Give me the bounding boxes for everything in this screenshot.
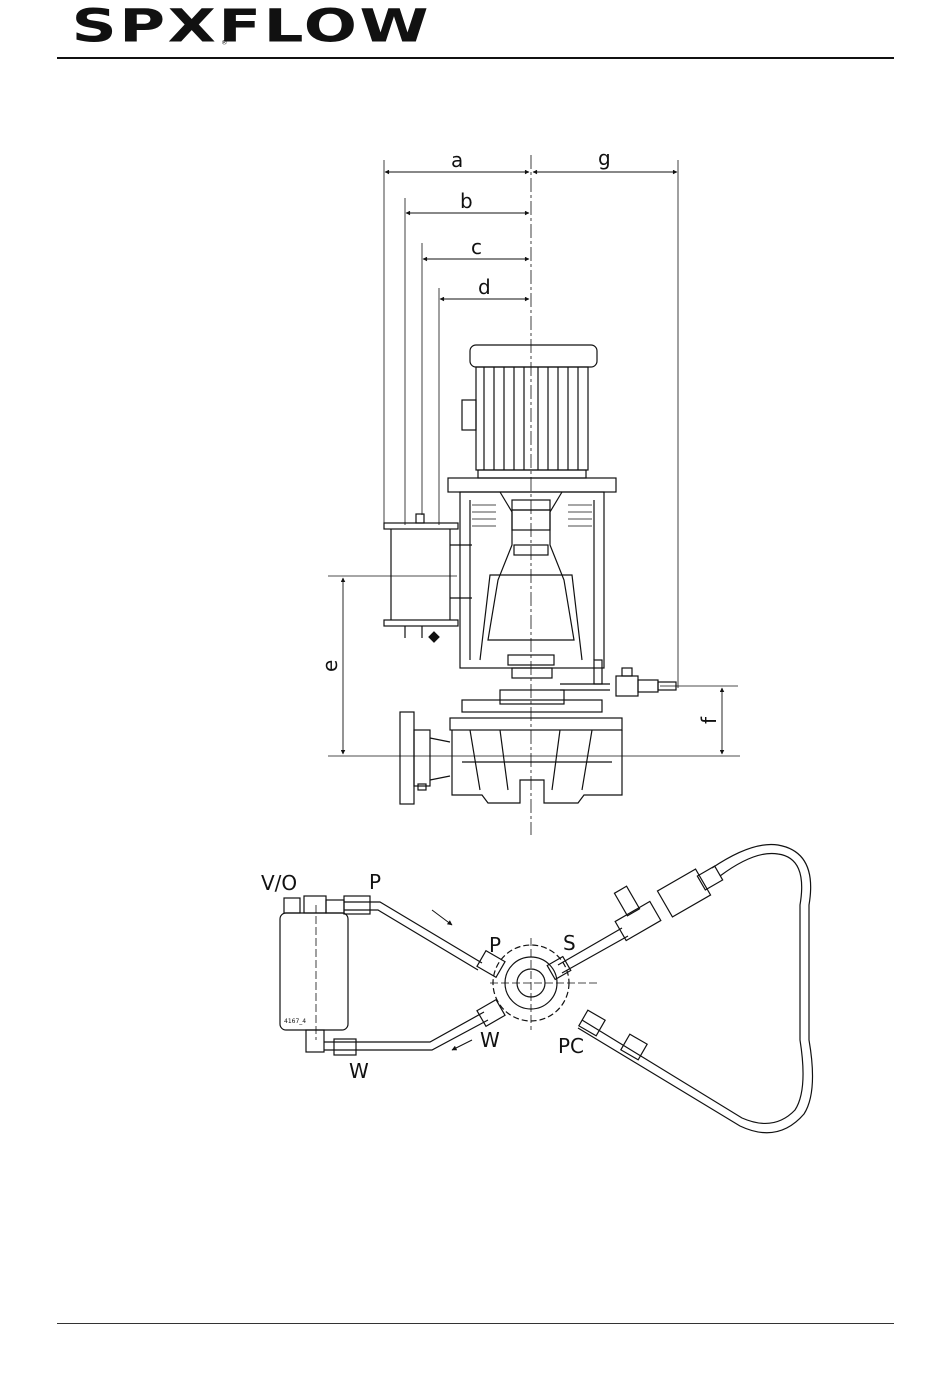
connection-labels: V/O P P S W PC W 4167_4 [261,870,584,1083]
label-v-o: V/O [261,871,297,895]
dim-f-label: f [697,716,721,724]
dim-d-label: d [478,275,491,299]
dim-c-label: c [471,235,482,259]
footer-rule [57,1323,894,1324]
label-p-inner: P [489,933,501,957]
label-w-outer: W [349,1059,369,1083]
dim-b-label: b [460,189,473,213]
label-pc: PC [558,1034,584,1058]
pump-casing [400,712,622,804]
dimension-labels: a g b c d e f [318,146,721,724]
dim-g-label: g [598,146,611,170]
dim-a-label: a [451,148,463,172]
side-view [328,155,740,835]
label-s: S [563,931,576,955]
piping-plan-view [280,844,813,1132]
electric-motor [448,345,616,492]
seal-pot [280,896,348,1052]
bearing-bracket [460,492,604,712]
figure-code: 4167_4 [284,1018,306,1025]
flush-valve [560,660,676,696]
label-w-inner: W [480,1028,500,1052]
label-p-outer: P [369,870,381,894]
seal-supply-tank [384,514,472,642]
dim-e-label: e [318,660,342,672]
